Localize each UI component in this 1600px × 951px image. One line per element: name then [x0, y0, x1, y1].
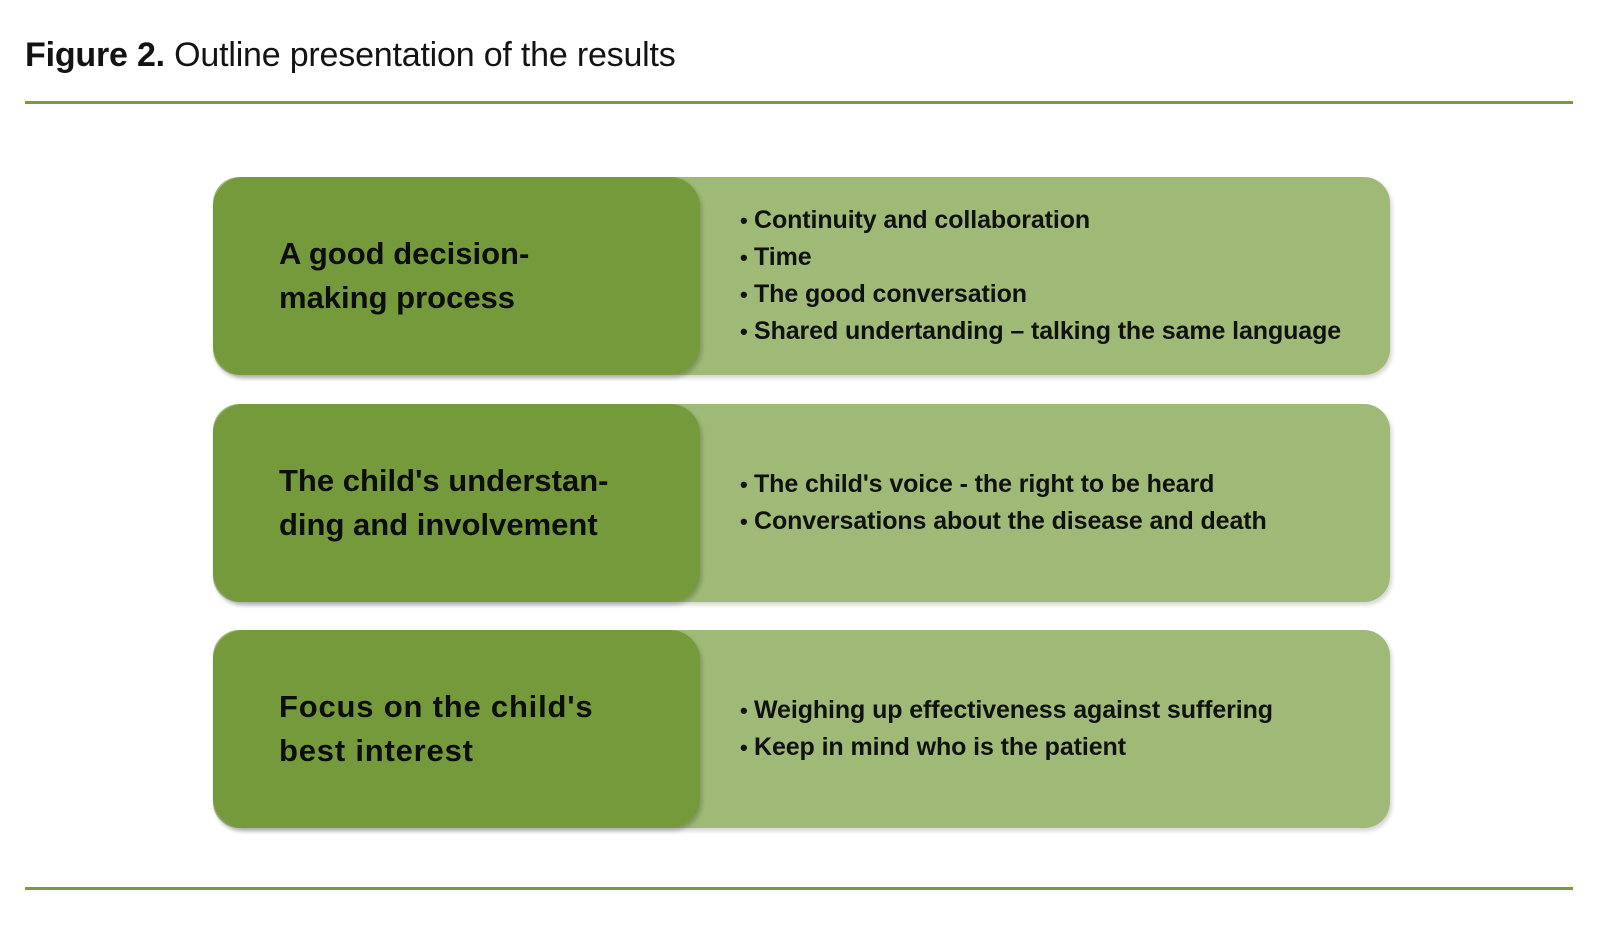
- figure-title-text: Outline presentation of the results: [164, 36, 676, 74]
- list-item: • Continuity and collaboration: [740, 202, 1380, 239]
- bullet-icon: •: [740, 208, 748, 233]
- theme-label: The child's understan- ding and involvem…: [279, 463, 609, 542]
- detail-bullet-list: • Continuity and collaboration • Time • …: [740, 177, 1380, 377]
- list-item: • Weighing up effectiveness against suff…: [740, 692, 1380, 729]
- bullet-icon: •: [740, 735, 748, 760]
- list-item: • Conversations about the disease and de…: [740, 503, 1380, 540]
- list-item-label: The good conversation: [754, 280, 1027, 308]
- result-row: Focus on the child's best interest • Wei…: [213, 630, 1390, 828]
- theme-label: A good decision- making process: [279, 236, 530, 315]
- bullet-icon: •: [740, 282, 748, 307]
- bullet-icon: •: [740, 245, 748, 270]
- list-item-label: Weighing up effectiveness against suffer…: [754, 696, 1273, 724]
- theme-panel: Focus on the child's best interest: [213, 630, 700, 828]
- result-row: The child's understan- ding and involvem…: [213, 404, 1390, 602]
- list-item-label: Time: [754, 243, 812, 271]
- list-item-label: Continuity and collaboration: [754, 206, 1091, 234]
- divider-top: [25, 101, 1573, 104]
- bullet-icon: •: [740, 319, 748, 344]
- bullet-icon: •: [740, 509, 748, 534]
- list-item: • The good conversation: [740, 276, 1380, 313]
- list-item-label: Conversations about the disease and deat…: [754, 507, 1267, 535]
- list-item-label: Keep in mind who is the patient: [754, 733, 1126, 761]
- list-item: • Keep in mind who is the patient: [740, 729, 1380, 766]
- list-item: • The child's voice - the right to be he…: [740, 466, 1380, 503]
- detail-bullet-list: • Weighing up effectiveness against suff…: [740, 630, 1380, 828]
- bullet-icon: •: [740, 472, 748, 497]
- list-item: • Shared undertanding – talking the same…: [740, 313, 1380, 350]
- theme-panel: The child's understan- ding and involvem…: [213, 404, 700, 602]
- figure-label: Figure 2.: [25, 36, 165, 74]
- list-item-label: The child's voice - the right to be hear…: [754, 470, 1215, 498]
- detail-bullet-list: • The child's voice - the right to be he…: [740, 404, 1380, 602]
- list-item: • Time: [740, 239, 1380, 276]
- page-title: Figure 2. Outline presentation of the re…: [25, 33, 676, 77]
- result-row: A good decision- making process • Contin…: [213, 177, 1390, 375]
- bullet-icon: •: [740, 698, 748, 723]
- theme-label: Focus on the child's best interest: [279, 689, 594, 768]
- divider-bottom: [25, 887, 1573, 890]
- list-item-label: Shared undertanding – talking the same l…: [754, 317, 1342, 345]
- theme-panel: A good decision- making process: [213, 177, 700, 375]
